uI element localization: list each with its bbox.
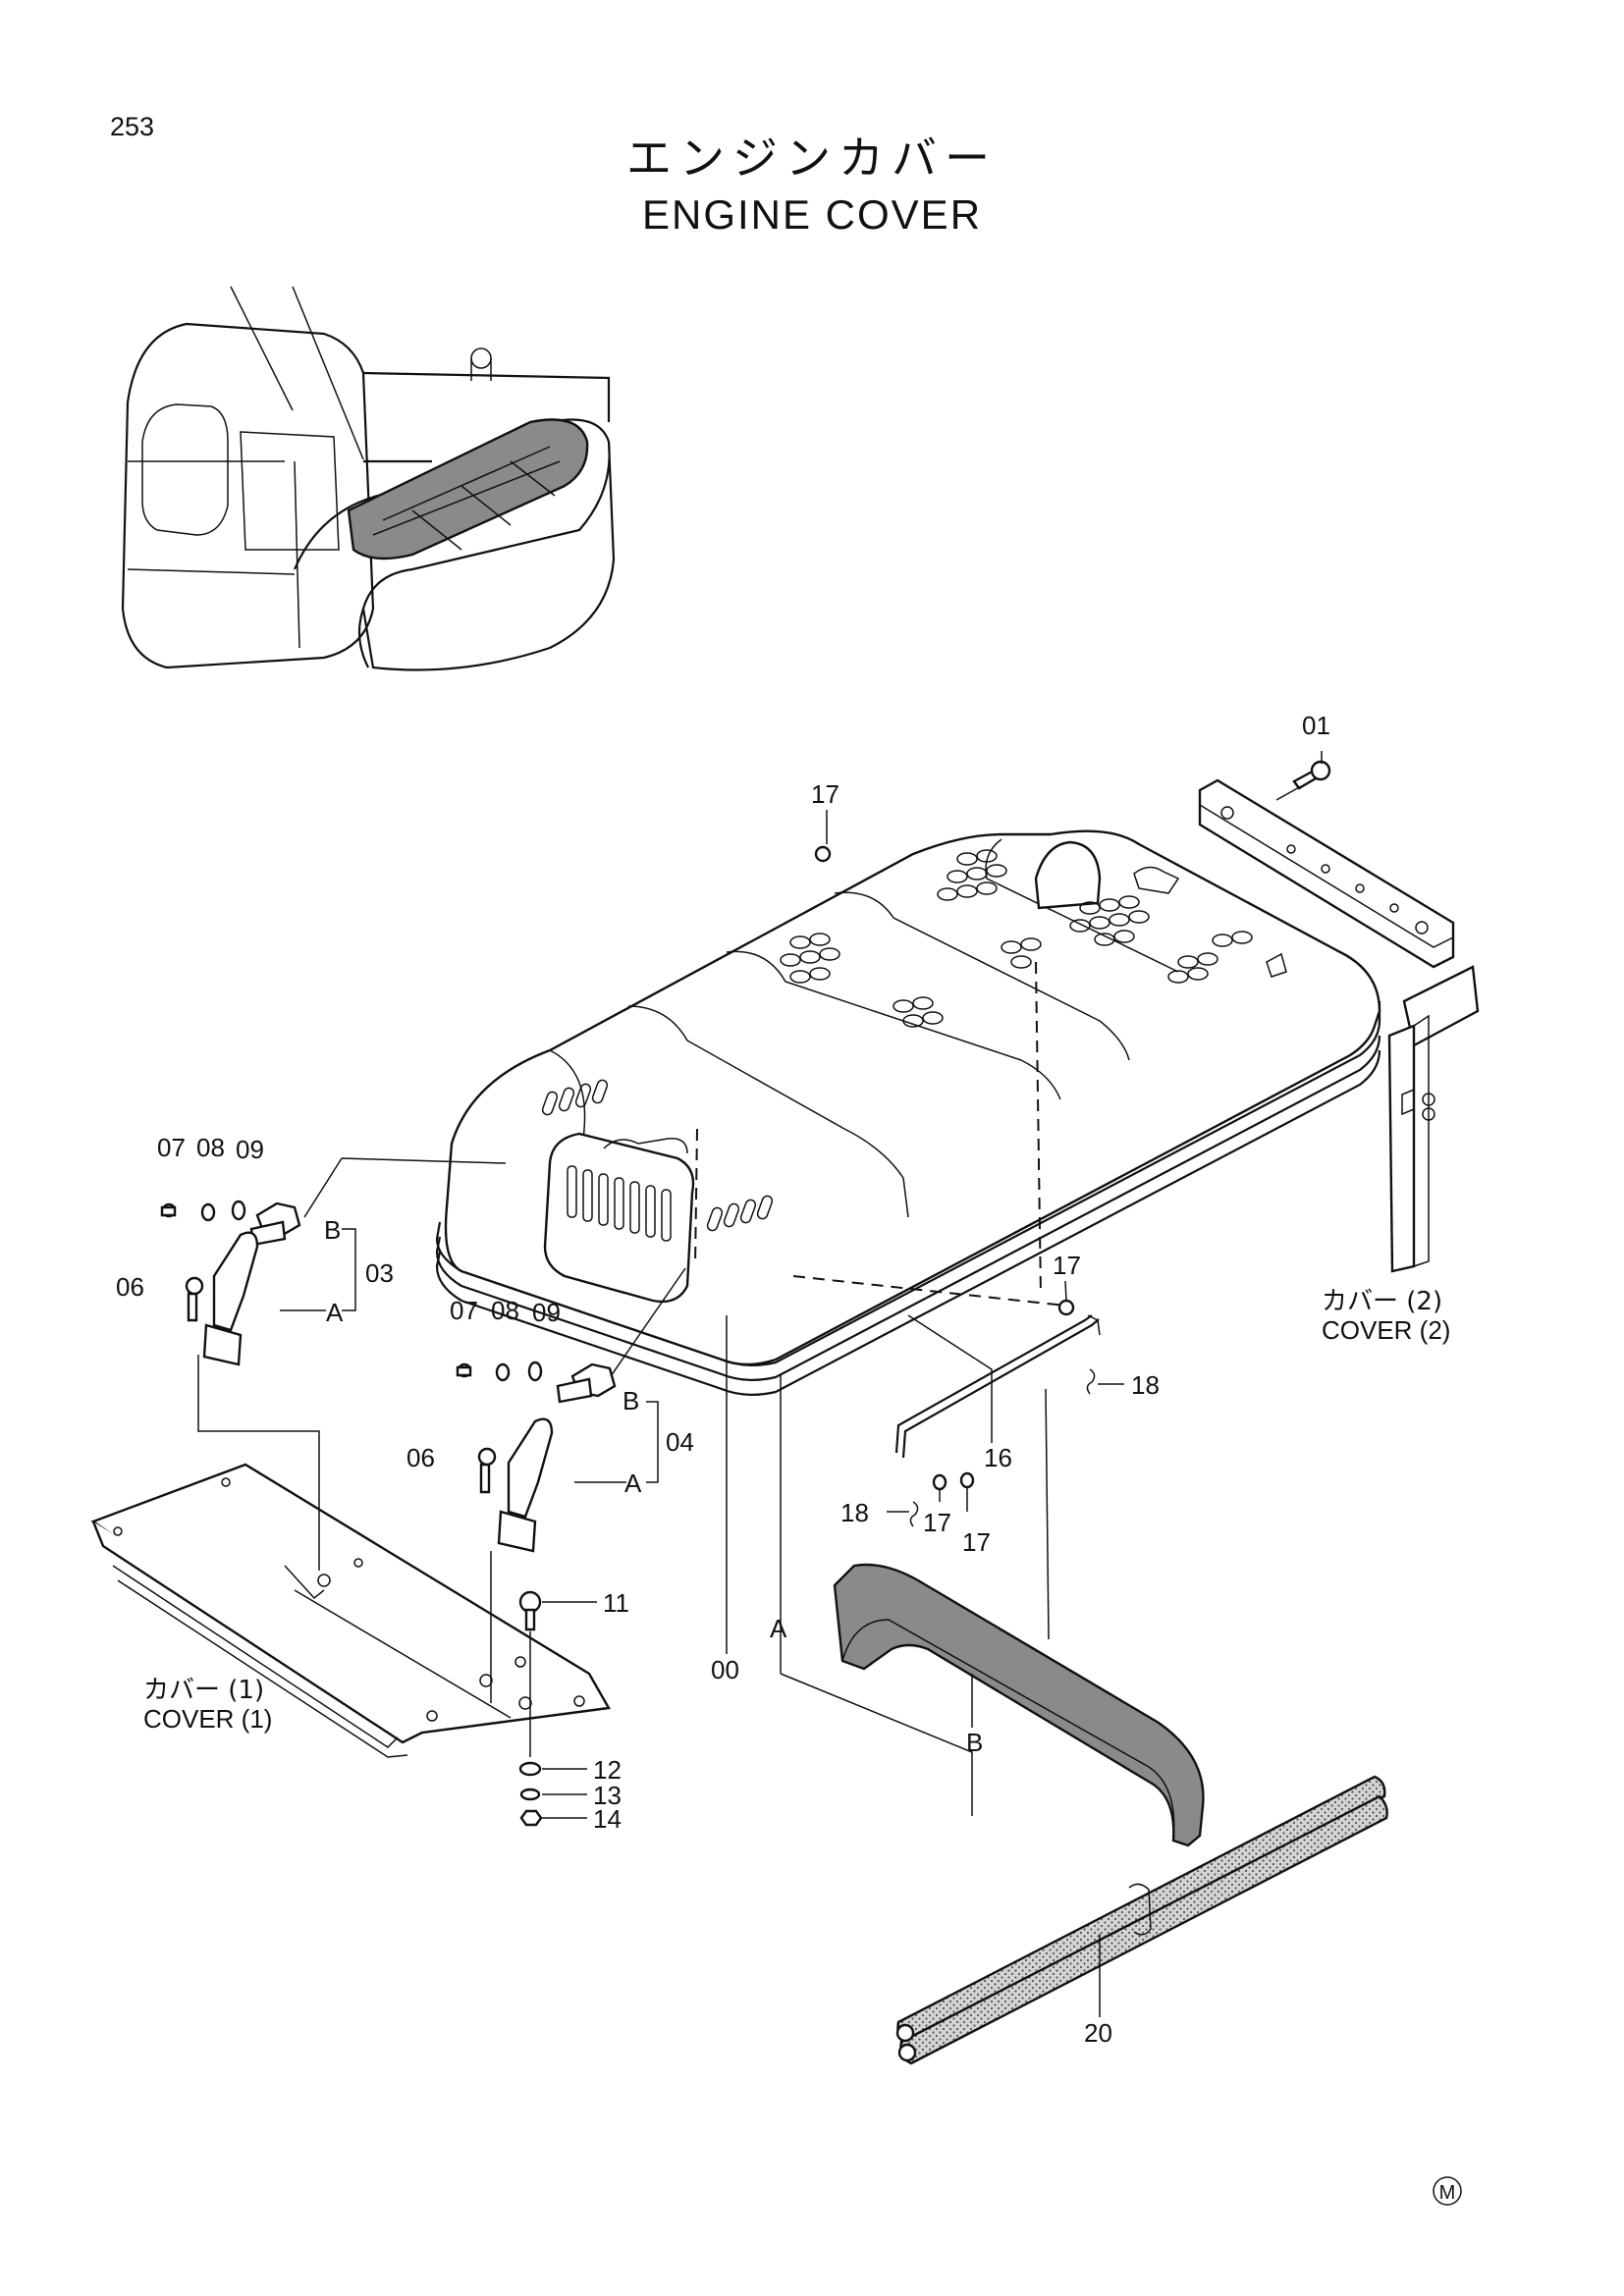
- callout-18-left: 18: [840, 1498, 869, 1527]
- seal-strip-20: [895, 1775, 1388, 2065]
- callout-17-b: 17: [962, 1527, 991, 1557]
- callout-03: 03: [365, 1258, 394, 1288]
- washer-12: [518, 1761, 542, 1777]
- callout-17-right: 17: [1053, 1251, 1081, 1280]
- leader-lines: [197, 751, 1323, 2017]
- front-grille-slots: [567, 1165, 672, 1242]
- cover-2-label-japanese: カバー (2): [1322, 1287, 1442, 1316]
- callout-07-mid: 07: [450, 1296, 478, 1325]
- washer-17-b: [959, 1471, 975, 1489]
- page-title: ENGINE COVER: [641, 191, 983, 238]
- support-rod-16: [894, 1314, 1101, 1459]
- cover-2-label: COVER (2): [1322, 1315, 1450, 1345]
- bolt-01: [1275, 760, 1331, 801]
- callout-14: 14: [593, 1804, 622, 1834]
- latch-assembly-04: [456, 1361, 617, 1553]
- vent-holes: [541, 849, 1253, 1232]
- page-title-japanese: エンジンカバー: [626, 132, 998, 185]
- cover-1-plate: [90, 1463, 611, 1758]
- callout-06-mid: 06: [406, 1443, 435, 1472]
- cover-1-label-japanese: カバー (1): [143, 1676, 264, 1705]
- clip-18-right: [1086, 1368, 1096, 1395]
- cover-2-frame: [1198, 778, 1480, 1273]
- part-callouts: 01 17 07 08 09 B 03 06 A 07 08 09 B 04 0…: [116, 711, 1330, 2048]
- engine-cover-panel: [435, 829, 1381, 1396]
- callout-00: 00: [711, 1655, 739, 1684]
- callout-09-left: 09: [236, 1135, 264, 1164]
- callout-a-left: A: [326, 1298, 344, 1327]
- callout-20: 20: [1084, 2018, 1112, 2048]
- callout-b-bottom: B: [966, 1728, 983, 1757]
- bolt-11: [518, 1590, 542, 1631]
- callout-12: 12: [593, 1755, 622, 1785]
- callout-04: 04: [666, 1427, 694, 1457]
- callout-16: 16: [984, 1443, 1012, 1472]
- callout-08-left: 08: [196, 1133, 225, 1162]
- spring-washer-13: [519, 1788, 541, 1801]
- callout-09-mid: 09: [532, 1298, 561, 1327]
- callout-b-left: B: [324, 1215, 341, 1245]
- washer-17-a: [932, 1473, 947, 1491]
- callout-08-mid: 08: [491, 1296, 519, 1325]
- callout-06-left: 06: [116, 1272, 144, 1302]
- callout-a-bottom: A: [770, 1614, 787, 1643]
- footer-mark-circle: [1433, 2176, 1462, 2206]
- callout-01: 01: [1302, 711, 1330, 740]
- page-number: 253: [110, 112, 155, 141]
- nut-14: [519, 1809, 543, 1827]
- callout-17-a: 17: [923, 1508, 951, 1537]
- machine-overview-illustration: [121, 286, 616, 671]
- callout-11: 11: [603, 1588, 629, 1618]
- washer-17-top: [814, 845, 832, 863]
- callout-17-top: 17: [811, 779, 839, 809]
- callout-a-mid: A: [624, 1468, 642, 1498]
- latch-assembly-03: [160, 1200, 301, 1366]
- callout-b-mid: B: [623, 1386, 639, 1415]
- callout-07-left: 07: [157, 1133, 186, 1162]
- footer-mark: M: [1439, 2182, 1456, 2204]
- washer-17-right: [1057, 1299, 1075, 1316]
- callout-18-right: 18: [1131, 1370, 1160, 1400]
- cover-1-label: COVER (1): [143, 1704, 272, 1734]
- clip-18-left: [909, 1501, 919, 1527]
- callout-13: 13: [593, 1781, 622, 1810]
- insulation-pad: [833, 1563, 1205, 1847]
